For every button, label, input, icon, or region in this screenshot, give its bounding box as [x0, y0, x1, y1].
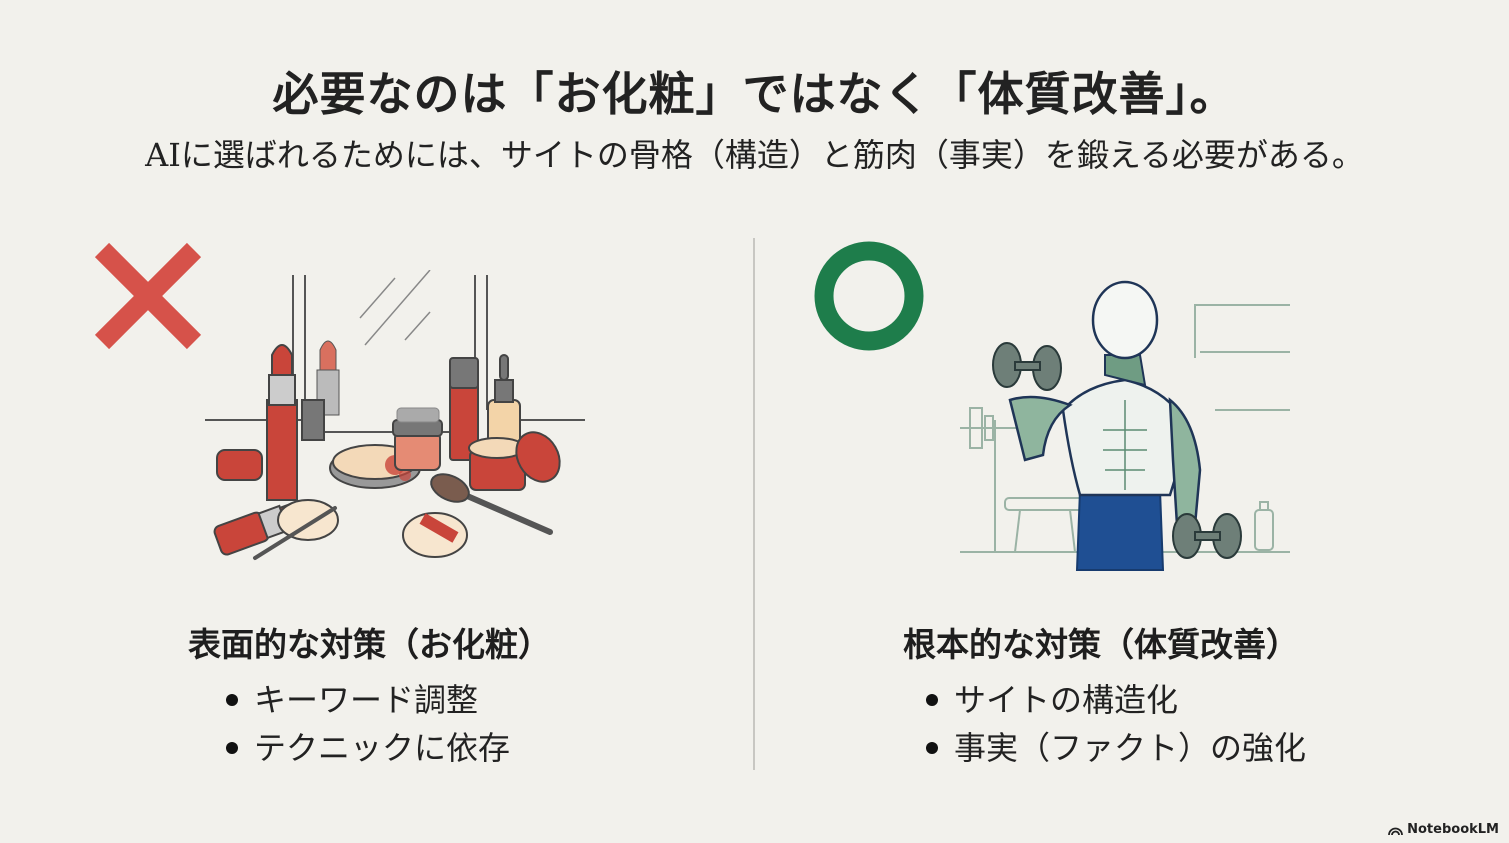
- bullet-icon: [926, 742, 938, 754]
- muscle-man-illustration: [960, 280, 1290, 571]
- bullet-icon: [226, 694, 238, 706]
- list-item: テクニックに依存: [226, 724, 510, 772]
- list-item: サイトの構造化: [926, 676, 1306, 724]
- cosmetics-illustration: [205, 270, 585, 560]
- bullet-icon: [226, 742, 238, 754]
- right-heading: 根本的な対策（体質改善）: [903, 625, 1299, 664]
- right-bullet-list: サイトの構造化 事実（ファクト）の強化: [926, 676, 1306, 772]
- notebooklm-logo-icon: [1388, 827, 1404, 835]
- left-bullet-list: キーワード調整 テクニックに依存: [226, 676, 510, 772]
- page-title: 必要なのは「お化粧」ではなく「体質改善」。: [272, 67, 1237, 121]
- page-subtitle: AIに選ばれるためには、サイトの骨格（構造）と筋肉（事実）を鍛える必要がある。: [145, 136, 1364, 174]
- bullet-icon: [926, 694, 938, 706]
- circle-icon: [814, 241, 924, 351]
- column-divider: [753, 238, 755, 770]
- cross-icon: [94, 242, 202, 350]
- left-heading: 表面的な対策（お化粧）: [188, 625, 551, 664]
- notebooklm-watermark: NotebookLM: [1388, 822, 1499, 837]
- list-item: キーワード調整: [226, 676, 510, 724]
- list-item: 事実（ファクト）の強化: [926, 724, 1306, 772]
